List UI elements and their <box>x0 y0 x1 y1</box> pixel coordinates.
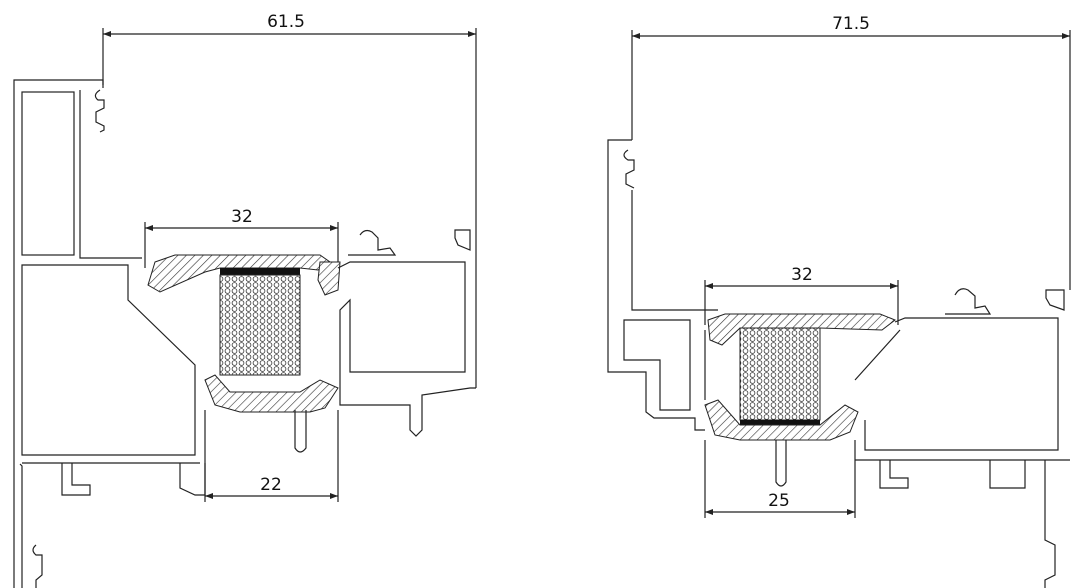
left-glazing-unit <box>147 254 341 453</box>
left-profile-section: 61.5 32 <box>13 12 477 588</box>
left-glazing-dimension: 32 <box>144 207 339 268</box>
left-glazing-dim-label: 32 <box>231 207 253 227</box>
right-bottom-dim-label: 25 <box>768 491 790 511</box>
right-glazing-dim-label: 32 <box>791 265 813 285</box>
right-bottom-dimension: 25 <box>704 440 856 518</box>
left-overall-dim-label: 61.5 <box>267 12 305 32</box>
left-bottom-dim-label: 22 <box>260 475 282 495</box>
right-overall-dimension: 71.5 <box>631 14 1071 290</box>
left-sash-profile <box>337 229 476 437</box>
right-frame-profile <box>607 139 718 431</box>
right-overall-dim-label: 71.5 <box>832 14 870 34</box>
left-overall-dimension: 61.5 <box>102 12 477 388</box>
left-frame-profile <box>13 79 206 588</box>
left-bottom-dimension: 22 <box>204 410 339 502</box>
right-glazing-unit <box>704 313 901 487</box>
right-sash-profile <box>855 288 1070 588</box>
right-profile-section: 71.5 32 <box>607 14 1071 588</box>
right-glazing-dimension: 32 <box>704 265 899 325</box>
